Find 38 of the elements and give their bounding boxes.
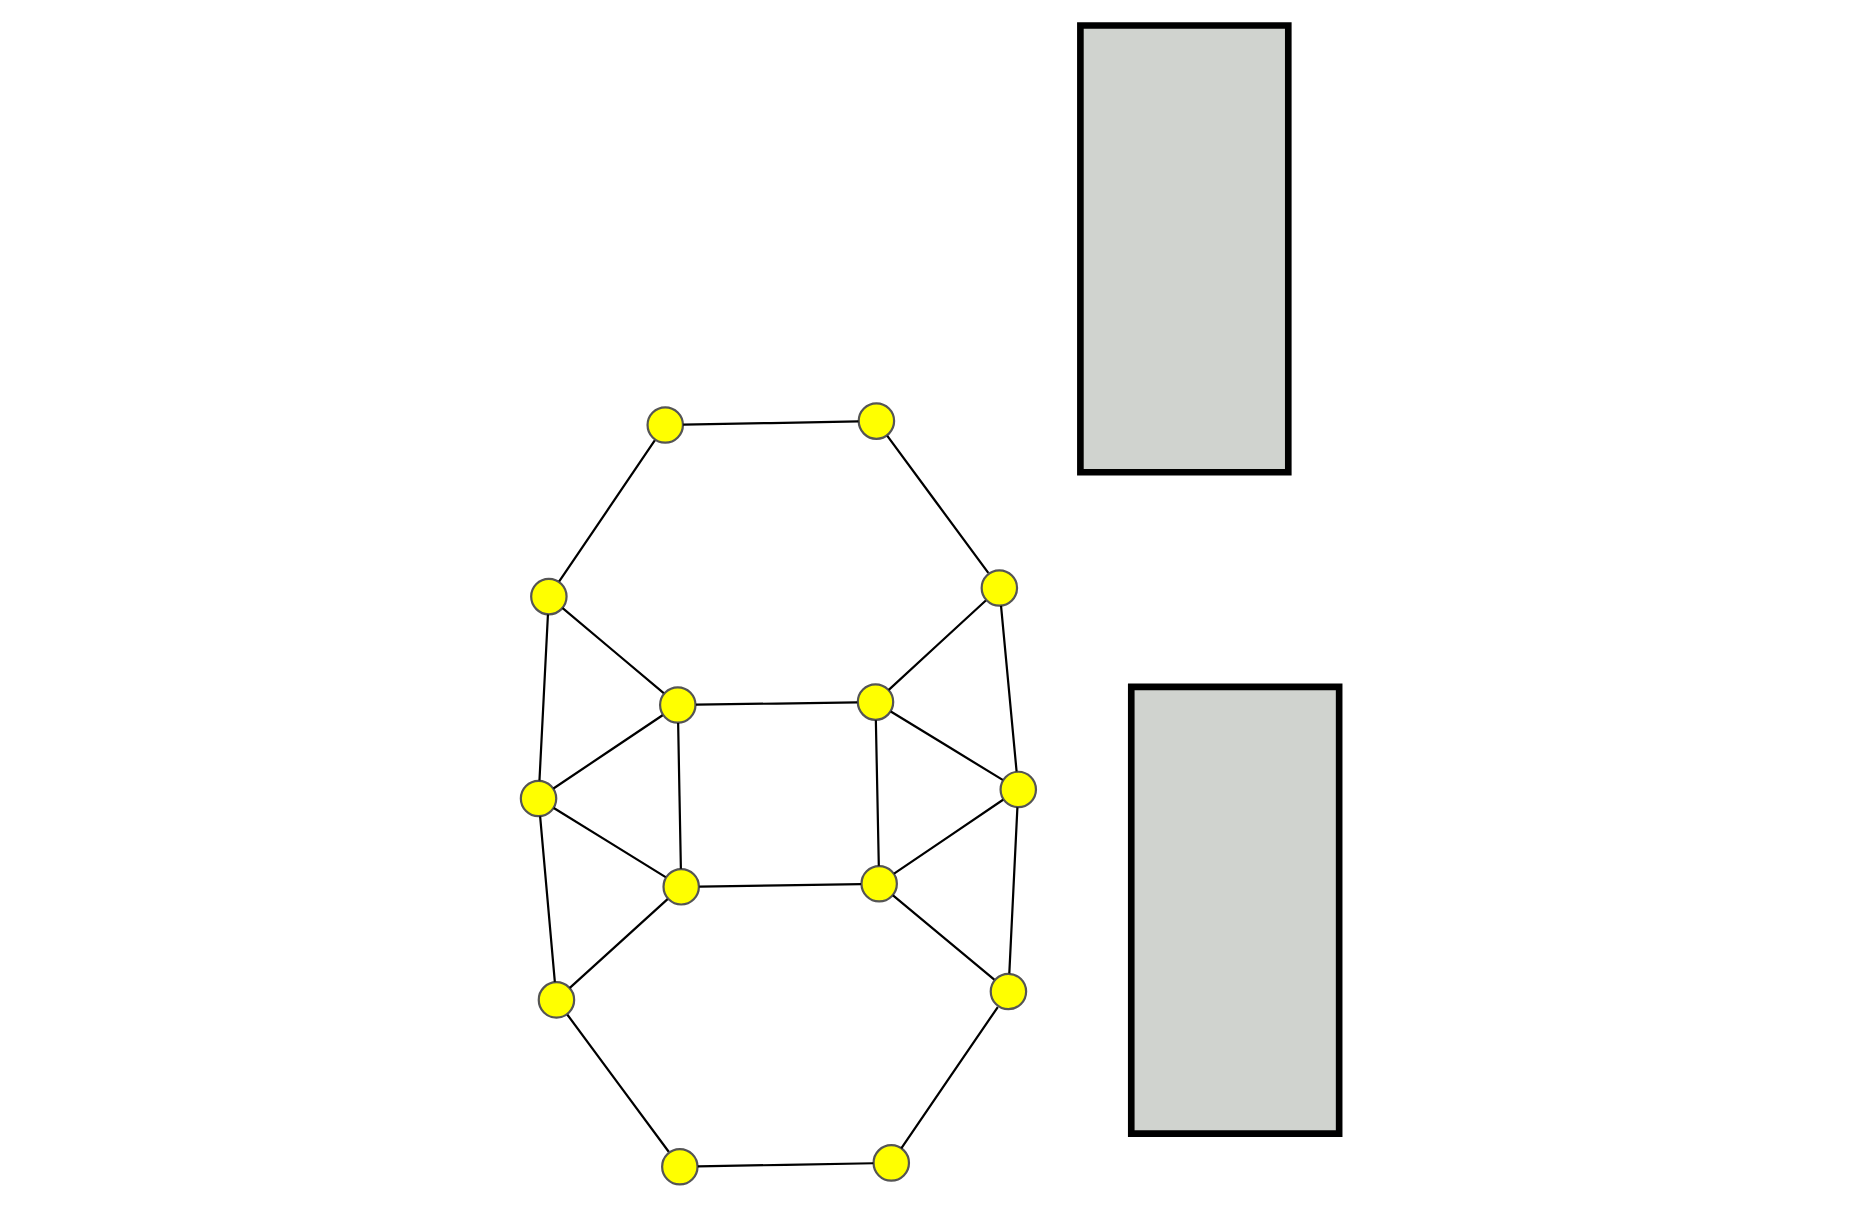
connector xyxy=(552,714,664,790)
connector xyxy=(874,720,880,866)
node-box xyxy=(1127,683,1343,1137)
connector xyxy=(538,614,550,781)
node-circle xyxy=(860,864,898,903)
connector xyxy=(699,882,861,888)
connector xyxy=(697,1162,874,1168)
connector xyxy=(892,894,995,981)
node-circle xyxy=(537,981,576,1019)
node-circle xyxy=(856,683,895,721)
node-circle xyxy=(519,779,558,818)
node-circle xyxy=(989,972,1028,1011)
node-circle xyxy=(857,402,896,440)
node-circle xyxy=(659,686,697,724)
connector xyxy=(1008,807,1019,974)
connector xyxy=(900,1006,999,1149)
connector xyxy=(553,807,667,879)
node-circle xyxy=(662,868,700,906)
connector xyxy=(890,710,1004,781)
connector xyxy=(888,599,987,691)
connector xyxy=(886,435,990,574)
connector xyxy=(561,607,665,694)
node-circle xyxy=(999,770,1038,809)
node-box xyxy=(1077,22,1292,476)
node-circle xyxy=(661,1147,699,1186)
node-circle xyxy=(646,406,685,444)
connector xyxy=(999,605,1018,772)
connector xyxy=(683,420,859,426)
connector xyxy=(558,439,656,582)
connector xyxy=(677,723,682,869)
connector xyxy=(566,1014,670,1153)
node-circle xyxy=(872,1144,911,1182)
node-circle xyxy=(980,569,1019,607)
connector xyxy=(539,816,556,982)
connector xyxy=(696,701,858,706)
connector xyxy=(569,898,669,989)
connector xyxy=(893,798,1004,875)
node-circle xyxy=(530,577,568,616)
